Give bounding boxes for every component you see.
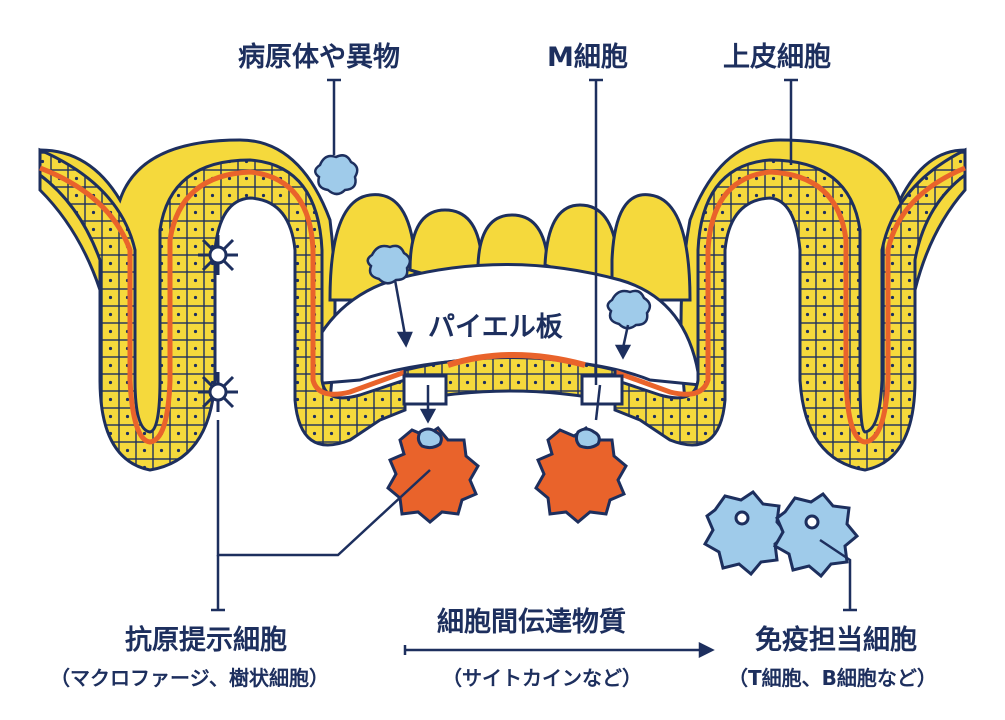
- pathogen-icon: [314, 154, 652, 330]
- m-cell-left: [402, 374, 448, 406]
- orange-apc-cells: [386, 426, 628, 524]
- label-m-cell: M細胞: [547, 42, 628, 73]
- dome-base-lining: [447, 352, 586, 368]
- left-villus-lining: [39, 165, 406, 445]
- label-apc: 抗原提示細胞: [125, 625, 287, 656]
- m-cell-right: [580, 374, 624, 406]
- label-epithelial-cell: 上皮細胞: [723, 42, 831, 73]
- right-villus-lining: [614, 165, 966, 445]
- leader-lines: [211, 78, 857, 659]
- label-peyer-patch: パイエル板: [428, 312, 563, 343]
- label-mediator: 細胞間伝達物質: [437, 607, 626, 638]
- transport-arrows: [393, 279, 632, 424]
- label-pathogen: 病原体や異物: [238, 42, 400, 73]
- label-apc-sub: （マクロファージ、樹状細胞）: [50, 666, 329, 690]
- label-immune-sub: （T細胞、B細胞など）: [728, 666, 937, 690]
- immune-cells: [702, 490, 860, 579]
- label-mediator-sub: （サイトカインなど）: [442, 666, 642, 690]
- dendritic-cell-icon: [198, 235, 238, 412]
- label-immune-cell: 免疫担当細胞: [755, 625, 917, 656]
